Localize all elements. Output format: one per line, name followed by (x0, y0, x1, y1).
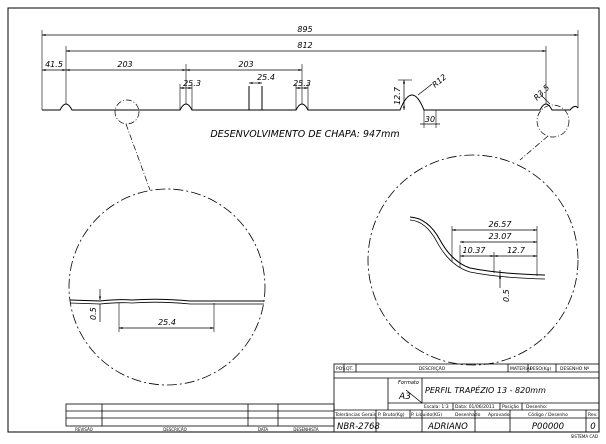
rev-descricao: DESCRIÇÃO (163, 427, 187, 432)
tb-formato-value: A3 (398, 392, 411, 402)
tb-aprovado: Aprovado (488, 412, 510, 418)
detail-right-d3: 10.37 (463, 246, 487, 255)
detail-right (367, 154, 579, 366)
dim-overall: 895 (297, 25, 312, 34)
tb-codigo: Código / Desenho (528, 411, 568, 418)
tb-part-title: PERFIL TRAPÉZIO 13 - 820mm (425, 384, 546, 395)
tb-desenho-label: Desenho: (526, 404, 547, 410)
dim-radius-small: R12 (431, 73, 449, 90)
dim-pitch-mid: 203 (238, 60, 253, 69)
tb-codigo-value: P00000 (532, 422, 564, 432)
sheet-border (7, 7, 600, 433)
revision-table-text: REVISÃO DESCRIÇÃO DATA DESENHISTA (75, 427, 319, 432)
detail-right-d2: 23.07 (489, 232, 513, 241)
dim-rib-a: 25.3 (183, 79, 201, 88)
detail-left-width: 25.4 (158, 318, 176, 327)
revision-table (65, 403, 335, 427)
tb-norma: NBR-2768 (337, 422, 380, 432)
tb-data: Data: 01/06/2011 (455, 404, 495, 410)
tb-qt: QT. (346, 366, 353, 372)
dim-base: 30 (425, 115, 435, 124)
dim-pitch-left: 203 (117, 60, 132, 69)
dim-edge: 41.5 (45, 60, 63, 69)
dim-useful: 812 (297, 41, 312, 50)
detail-left (68, 188, 266, 386)
tb-p-bruto: P. Bruto(Kg) (378, 412, 405, 418)
tb-sistema: SISTEMA CAD (571, 434, 598, 439)
tb-rev-value: 0 (590, 422, 595, 432)
rev-data: DATA (258, 427, 269, 432)
detail-left-thickness: 0.5 (89, 307, 98, 320)
detail-right-d4: 12.7 (507, 246, 526, 255)
development-note: DESENVOLVIMENTO DE CHAPA: 947mm (210, 129, 399, 140)
tb-escala: Escala: 1:3 (424, 404, 449, 410)
rev-desenhista: DESENHISTA (293, 427, 319, 432)
dim-rib-c: 25.3 (293, 79, 311, 88)
tb-desenhado: Desenhado (455, 412, 481, 418)
tb-posicao: Posição (502, 404, 519, 410)
profile-line (42, 94, 579, 111)
tb-desenhista: ADRIANO (427, 422, 468, 432)
profile-dimension-labels: 895 812 41.5 203 203 25.3 25.4 25.3 12.7… (45, 25, 551, 124)
dim-rib-b: 25.4 (257, 73, 275, 82)
title-block (333, 363, 600, 433)
dim-radius-end: R3.5 (532, 83, 551, 102)
tb-formato-label: Formato (398, 380, 419, 386)
detail-right-thickness: 0.5 (502, 289, 511, 302)
tb-peso: PESO(Kg) (530, 366, 552, 372)
tb-desenho-no: DESENHO Nº (560, 366, 589, 372)
tb-p-liquido: P. Líquido(KG) (411, 411, 442, 418)
tb-tolerancias: Tolerâncias Gerais (334, 411, 377, 418)
tb-material: MATERIAL (510, 366, 533, 372)
tb-rev: Rev. (588, 412, 597, 418)
detail-right-d1: 26.57 (489, 220, 513, 229)
rev-revisao: REVISÃO (75, 427, 93, 432)
dim-height: 12.7 (393, 86, 402, 105)
tb-descricao: DESCRIÇÃO (419, 365, 446, 372)
title-block-text: POS. QT. DESCRIÇÃO MATERIAL PESO(Kg) DES… (334, 365, 598, 439)
profile-view (41, 30, 579, 191)
tb-pos: POS. (336, 366, 347, 372)
